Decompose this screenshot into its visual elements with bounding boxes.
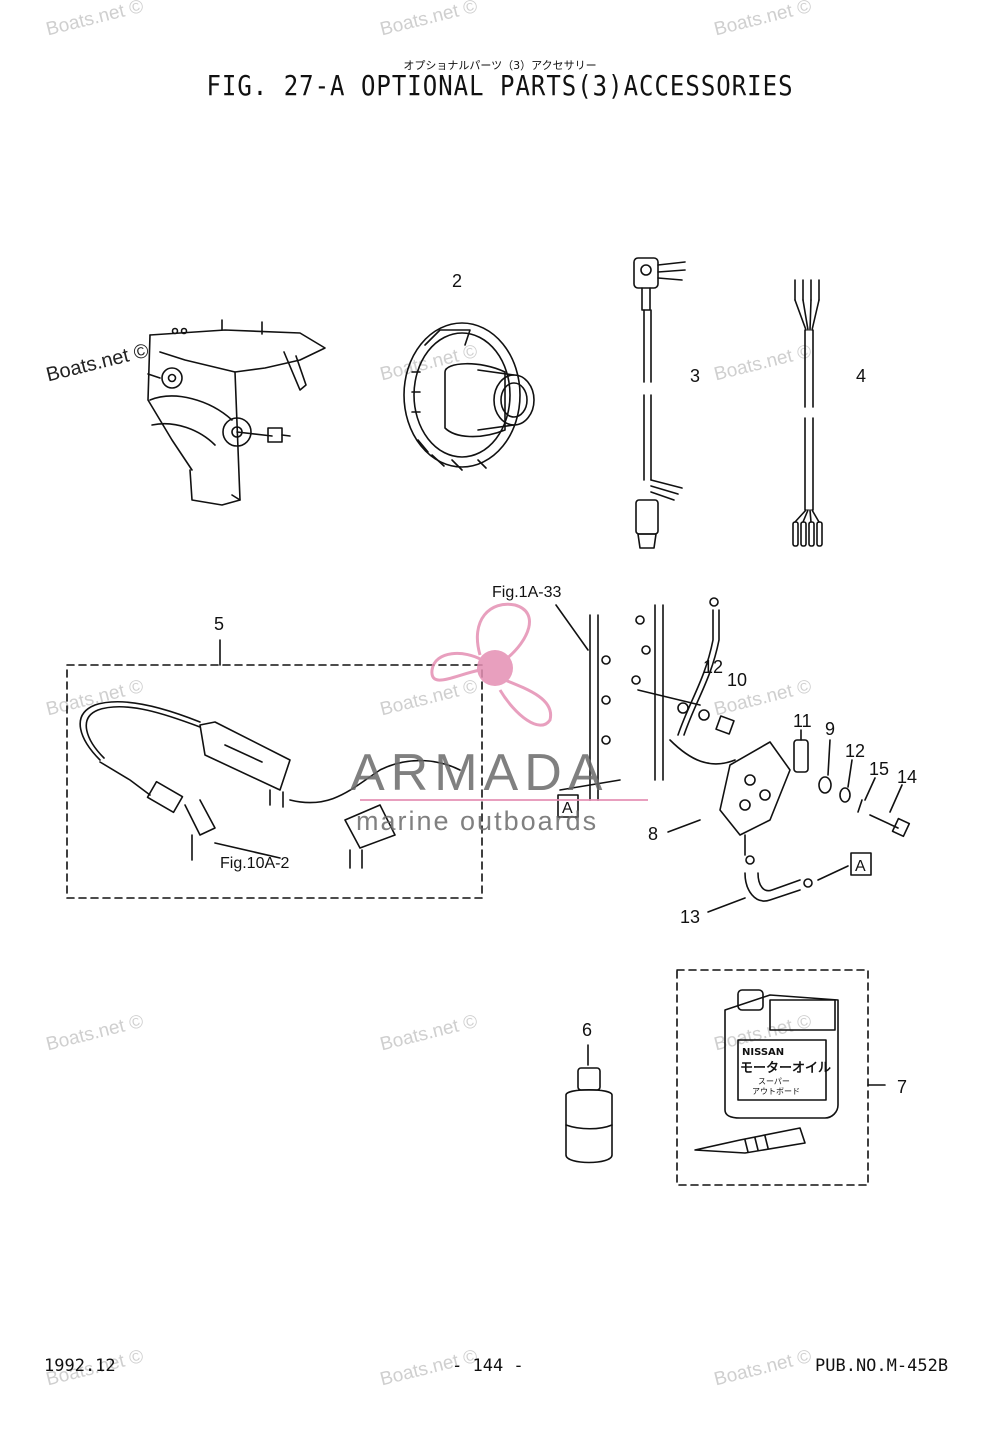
part-label-4: 4 [856,366,866,386]
propeller-blade-left [430,651,483,682]
footer-publication-number: PUB.NO.M-452B [815,1356,949,1376]
part-label-2: 2 [452,271,462,291]
propeller-blade-right [498,678,553,727]
reference-fig-10a-2: Fig.10A-2 [220,855,289,872]
small-parts-drawing [793,729,911,838]
title-japanese: オプショナルパーツ（3）アクセサリー [403,59,597,72]
armada-logo: ARMADA marine outboards [350,602,648,836]
propeller-blade-top [475,602,531,662]
part-label-8: 8 [648,824,658,844]
flywheel-ring-drawing [403,322,535,471]
part-label-5: 5 [214,614,224,634]
fuel-pump-8-drawing [555,597,791,856]
part-label-7: 7 [897,1077,907,1097]
marker-a-label: A [562,800,573,817]
part-label-9: 9 [825,719,835,739]
oil-can-brand: NISSAN [742,1047,784,1058]
wire-harness-4-drawing [792,279,823,547]
logo-wordmark: ARMADA [350,744,608,802]
lower-unit-drawing [147,319,326,506]
marker-a-box [557,794,579,818]
part-label-13: 13 [680,907,700,927]
oil-can-line1: モーターオイル [740,1061,831,1076]
part-label-11: 11 [793,711,812,731]
part-label-15: 15 [869,759,889,779]
bottle-6-drawing [565,1044,613,1164]
footer-page-number: - 144 - [452,1356,524,1376]
footer-date: 1992.12 [44,1356,116,1376]
reference-fig-1a-33: Fig.1A-33 [492,584,561,601]
part-label-10: 10 [727,670,747,690]
propeller-hub-icon [477,650,513,686]
hose-13-drawing [707,855,849,913]
part-label-12-second: 12 [845,741,865,761]
part-label-6: 6 [582,1020,592,1040]
oil-can-line3: アウトボード [752,1087,800,1096]
oil-can-7-drawing [676,969,886,1186]
part-label-12: 12 [703,657,723,677]
part-label-3: 3 [690,366,700,386]
cord-3-drawing [633,257,686,549]
cable-5-drawing [66,639,483,899]
oil-can-line2: スーパー [758,1077,790,1086]
marker-a-label: A [855,858,866,875]
part-label-14: 14 [897,767,917,787]
title-english: FIG. 27-A OPTIONAL PARTS(3)ACCESSORIES [206,69,794,103]
logo-tagline: marine outboards [356,806,598,836]
marker-a-box [850,852,872,876]
